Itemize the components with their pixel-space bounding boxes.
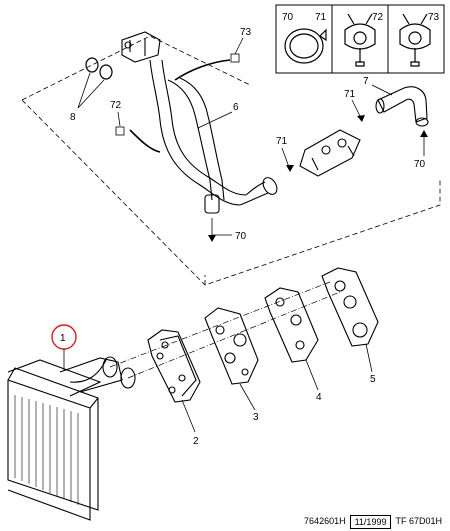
hose-end-sleeve (204, 194, 220, 214)
callout-71-upper: 71 (344, 89, 356, 100)
callout-4: 4 (316, 392, 322, 403)
hose-clamp-icon (284, 28, 327, 64)
alignment-lines (109, 281, 341, 379)
matrix-fins (14, 395, 79, 505)
callout-72: 72 (110, 100, 122, 111)
callout-70-right: 70 (414, 159, 426, 170)
hose-union-connector (299, 129, 361, 177)
callout-6: 6 (233, 102, 239, 113)
drawing-date: 11/1999 (349, 515, 392, 529)
callout-2: 2 (193, 436, 199, 447)
callout-71-lower: 71 (276, 136, 288, 147)
drawing-code: TF 67D01H (395, 516, 442, 526)
leader-arrowheads (208, 115, 428, 242)
heater-matrix (7, 356, 136, 521)
inset-clip-detail: 70 71 72 73 (275, 4, 445, 74)
callout-70-bottom: 70 (235, 231, 247, 242)
o-rings (85, 57, 113, 80)
leader-lines (63, 37, 425, 433)
elbow-fitting (375, 86, 429, 127)
callout-7: 7 (363, 76, 369, 87)
callout-5: 5 (370, 374, 376, 385)
callout-8: 8 (70, 112, 76, 123)
inset-label-72: 72 (372, 12, 384, 23)
drawing-ref-number: 7642601H (304, 516, 346, 526)
inset-label-70: 70 (282, 12, 294, 23)
callout-73: 73 (240, 27, 252, 38)
gasket-plate-2 (147, 329, 201, 403)
gasket-plate-3 (204, 307, 259, 385)
inset-label-73: 73 (428, 12, 440, 23)
gasket-plate-4 (264, 287, 319, 363)
drawing-reference-footer: 7642601H 11/1999 TF 67D01H (300, 515, 446, 529)
gasket-plate-5 (321, 267, 379, 347)
inset-label-71: 71 (315, 12, 327, 23)
clip-72-icon (344, 13, 376, 67)
heater-hoses (121, 31, 278, 214)
callout-3: 3 (253, 412, 259, 423)
callout-1: 1 (60, 333, 66, 344)
assembly-outline (21, 35, 441, 286)
clip-73-icon (399, 13, 431, 67)
